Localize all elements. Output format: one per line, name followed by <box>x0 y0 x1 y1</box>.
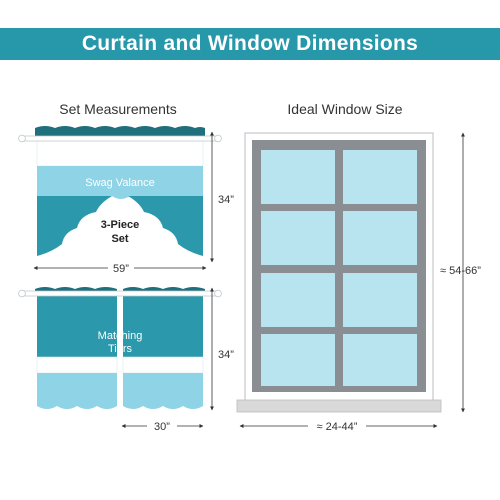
tier-rod-finial-left <box>18 289 26 298</box>
left-tier-top <box>37 291 117 357</box>
left-swag-tail <box>37 196 112 256</box>
swag-valance-set: Swag Valance 3-Piece Set <box>18 126 222 256</box>
window <box>236 132 442 413</box>
window-pane <box>261 334 335 386</box>
tier-rod <box>19 290 221 297</box>
ideal-window-size-title: Ideal Window Size <box>287 101 403 117</box>
set-measurements-title: Set Measurements <box>59 101 177 117</box>
header-banner: Curtain and Window Dimensions <box>0 28 500 60</box>
tiers-label-line2: Tiers <box>108 343 133 355</box>
page-title: Curtain and Window Dimensions <box>81 32 419 55</box>
window-pane <box>343 334 417 386</box>
window-width-value: ≈ 24-44” <box>317 421 358 433</box>
valance-width-value: 59” <box>113 263 129 275</box>
window-pane <box>261 273 335 327</box>
tiers-height-value: 34” <box>218 349 234 361</box>
window-pane <box>343 273 417 327</box>
window-sill <box>236 399 442 413</box>
set-label-line2: Set <box>111 233 128 245</box>
set-label-line1: 3-Piece <box>101 219 140 231</box>
window-pane <box>261 211 335 265</box>
matching-tiers: Matching Tiers <box>18 287 222 409</box>
right-tier-stripe <box>122 356 204 374</box>
left-tier-stripe <box>36 356 118 374</box>
rod-finial-right <box>214 134 222 143</box>
curtain-rod <box>19 135 221 142</box>
right-swag-tail <box>128 196 203 256</box>
window-pane <box>343 211 417 265</box>
swag-valance-band <box>37 166 203 199</box>
window-height-value: ≈ 54-66” <box>440 265 481 277</box>
right-tier-top <box>123 291 203 357</box>
right-tier-bottom <box>123 373 203 409</box>
rod-finial-left <box>18 134 26 143</box>
tier-rod-finial-right <box>214 289 222 298</box>
window-pane <box>261 150 335 204</box>
valance-height-value: 34” <box>218 194 234 206</box>
valance-header-band <box>35 126 205 137</box>
window-pane <box>343 150 417 204</box>
tiers-label-line1: Matching <box>98 330 143 342</box>
tier-width-value: 30” <box>154 421 170 433</box>
left-tier-bottom <box>37 373 117 409</box>
swag-valance-label: Swag Valance <box>85 177 155 189</box>
